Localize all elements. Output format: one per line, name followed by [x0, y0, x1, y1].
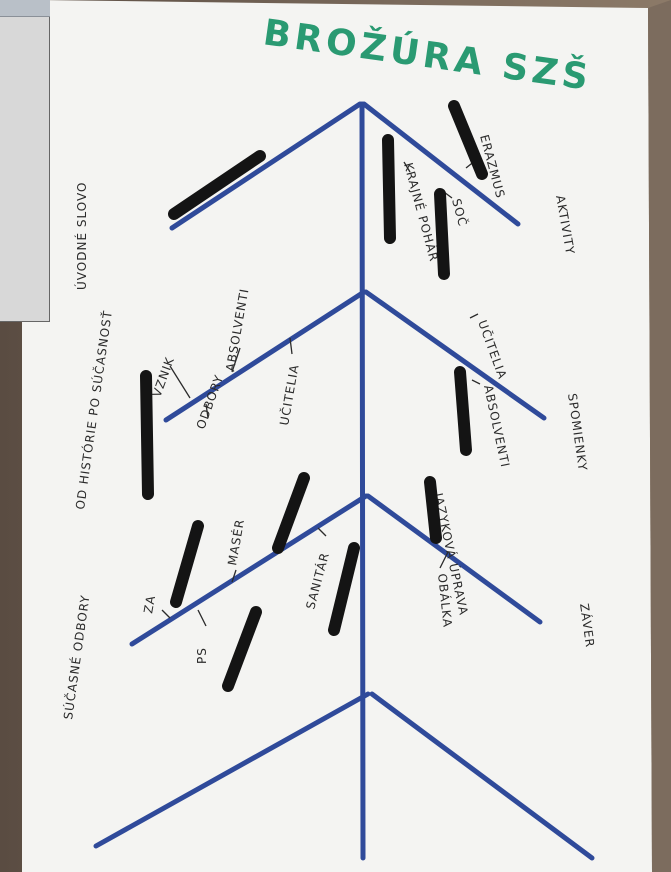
label-uvodne-slovo: ÚVODNÉ SLOVO	[74, 182, 89, 290]
redaction-od-historie	[146, 376, 148, 494]
redaction-krajne	[388, 140, 390, 238]
paper-sheet	[22, 0, 652, 872]
redaction-jazykova	[430, 482, 436, 538]
spine	[362, 104, 363, 858]
overlay-panel	[0, 0, 50, 322]
overlay-title-bar	[0, 0, 50, 17]
redaction-soc	[440, 194, 444, 274]
label-ps: PS	[195, 647, 209, 664]
paper-shadow	[648, 0, 671, 872]
redaction-absolventi-right	[460, 372, 466, 450]
